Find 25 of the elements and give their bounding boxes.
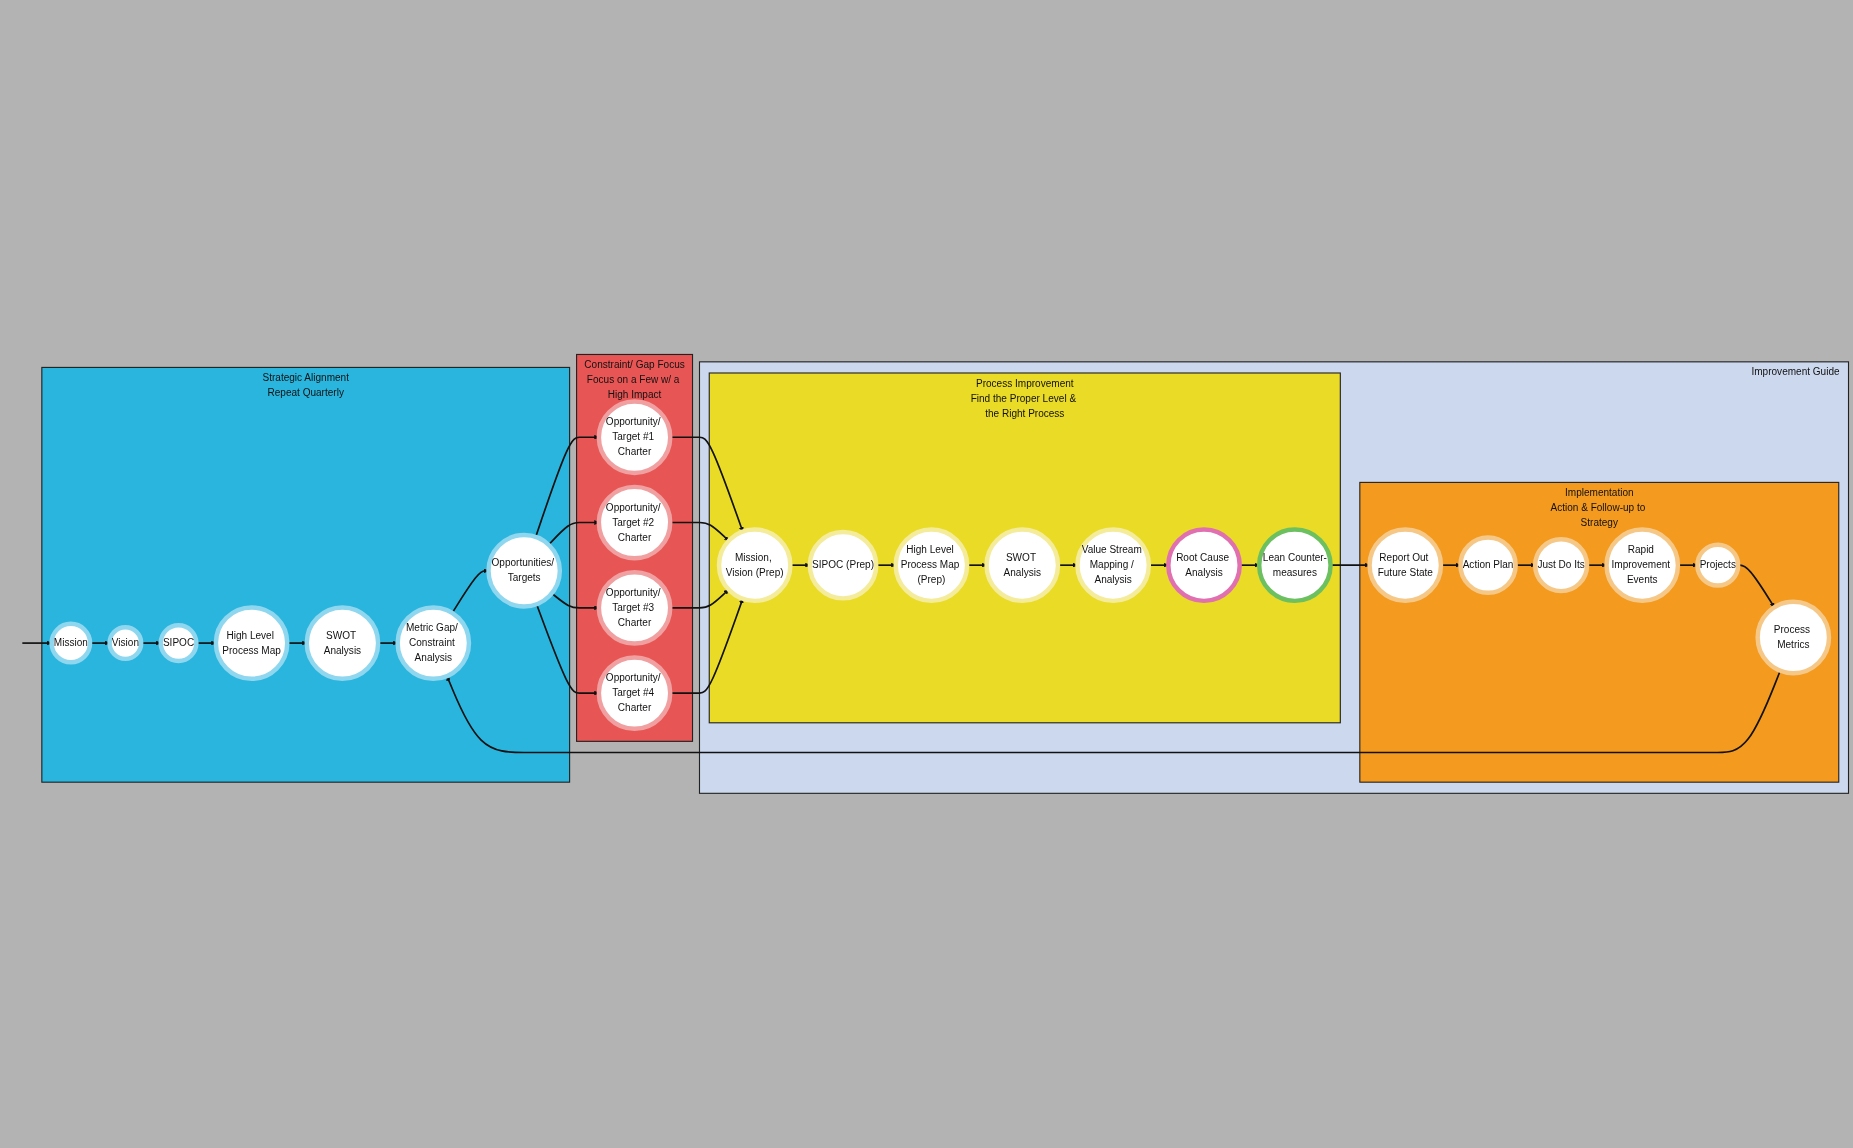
node-circle: Metric Gap/ Constraint Analysis [395,605,472,682]
node-circle: Root Cause Analysis [1166,527,1242,604]
node-circle: Opportunity/ Target #2 Charter [596,484,673,561]
node-circle: Opportunities/ Targets [486,532,563,609]
node-circle: Opportunity/ Target #3 Charter [596,570,673,646]
node-circle: Process Metrics [1755,599,1832,676]
node-circle: Opportunity/ Target #4 Charter [596,655,673,732]
node-circle: High Level Process Map (Prep) [893,527,970,604]
node-circle: SIPOC [158,623,199,664]
node-circle: Report Out Future State [1367,527,1444,604]
arrow [1737,564,1775,608]
node-circle: SWOT Analysis [984,527,1061,604]
node-circle: Mission [49,621,93,665]
node-circle: Vision [107,625,144,662]
node-circle: Action Plan [1458,535,1518,596]
node-circle: Projects [1695,542,1741,588]
node-circle: Opportunity/ Target #1 Charter [596,399,673,476]
node-circle: High Level Process Map [213,605,290,682]
node-circle: Lean Counter-measures [1256,527,1333,604]
node-circle: Value Stream Mapping / Analysis [1075,527,1152,604]
node-circle: SWOT Analysis [304,605,381,682]
node-circle: Mission, Vision (Prep) [716,527,793,604]
node-circle: Rapid Improvement Events [1604,527,1681,604]
node-circle: Just Do Its [1532,537,1590,594]
node-circle: SIPOC (Prep) [807,529,879,601]
